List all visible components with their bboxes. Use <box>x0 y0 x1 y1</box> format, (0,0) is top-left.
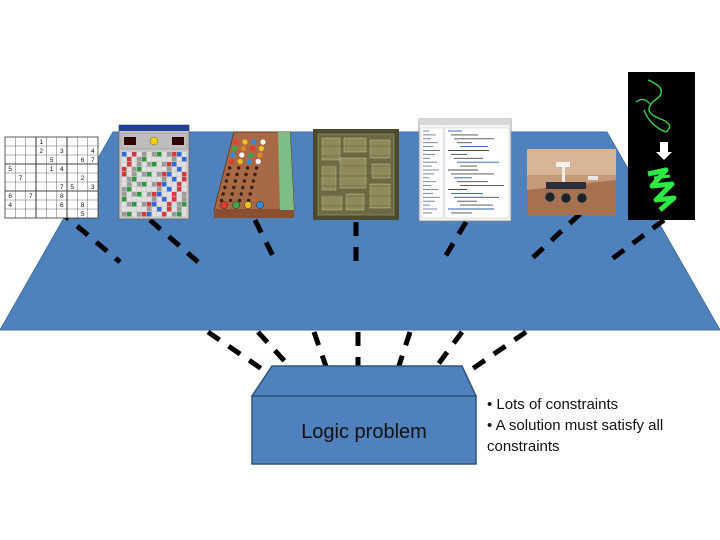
sudoku-digit: 6 <box>60 202 64 209</box>
logic-box-front-face <box>251 395 477 465</box>
dash-line-lower-7 <box>460 329 528 379</box>
dash-line-minesweeper <box>148 218 200 264</box>
upper-dashed-lines <box>56 208 666 264</box>
sudoku-digit: 7 <box>29 193 33 200</box>
mars-rover-image <box>527 149 616 215</box>
dash-line-code <box>439 220 469 264</box>
dash-line-sudoku <box>56 208 122 264</box>
microchip-die-image <box>313 129 399 220</box>
sudoku-digit: 7 <box>19 175 23 182</box>
sudoku-digit: 5 <box>70 184 74 191</box>
sudoku-digit: 4 <box>91 148 95 155</box>
dash-line-lower-1 <box>206 329 274 379</box>
logic-problem-box: Logic problem <box>250 365 478 465</box>
sudoku-digit: 4 <box>60 166 64 173</box>
logic-box-label: Logic problem <box>301 421 427 443</box>
bullet-list: • Lots of constraints • A solution must … <box>487 394 687 457</box>
sudoku-digit: 7 <box>60 184 64 191</box>
sudoku-digit: 8 <box>81 202 85 209</box>
sudoku-digit: 1 <box>39 139 43 146</box>
dash-line-lower-3 <box>311 331 333 379</box>
sudoku-digit: 6 <box>81 157 85 164</box>
minesweeper-window-image <box>118 124 190 220</box>
sudoku-digit: 1 <box>50 166 54 173</box>
sudoku-digit: 4 <box>8 202 12 209</box>
dash-line-lower-6 <box>425 330 465 380</box>
sudoku-digit: 7 <box>91 157 95 164</box>
sudoku-digit: 5 <box>81 211 85 218</box>
protein-folding-image <box>628 72 695 220</box>
mastermind-board-image <box>213 131 295 218</box>
source-code-window-image <box>418 118 512 222</box>
dash-line-rover <box>526 212 582 264</box>
dash-line-mastermind <box>252 218 279 264</box>
sudoku-digit: 2 <box>81 175 85 182</box>
bullet-item: • Lots of constraints <box>487 396 619 413</box>
sudoku-digit: 3 <box>60 148 64 155</box>
dash-line-lower-5 <box>392 331 413 379</box>
sudoku-digit: 3 <box>91 184 95 191</box>
sudoku-digit: 6 <box>8 193 12 200</box>
bullet-item: • A solution must satisfy all constraint… <box>487 417 664 455</box>
sudoku-digit: 5 <box>8 166 12 173</box>
sudoku-digit: 2 <box>39 148 43 155</box>
dash-line-protein <box>606 218 666 264</box>
sudoku-digit: 5 <box>50 157 54 164</box>
logic-box-top-face <box>250 365 478 397</box>
sudoku-digit: 8 <box>60 193 64 200</box>
